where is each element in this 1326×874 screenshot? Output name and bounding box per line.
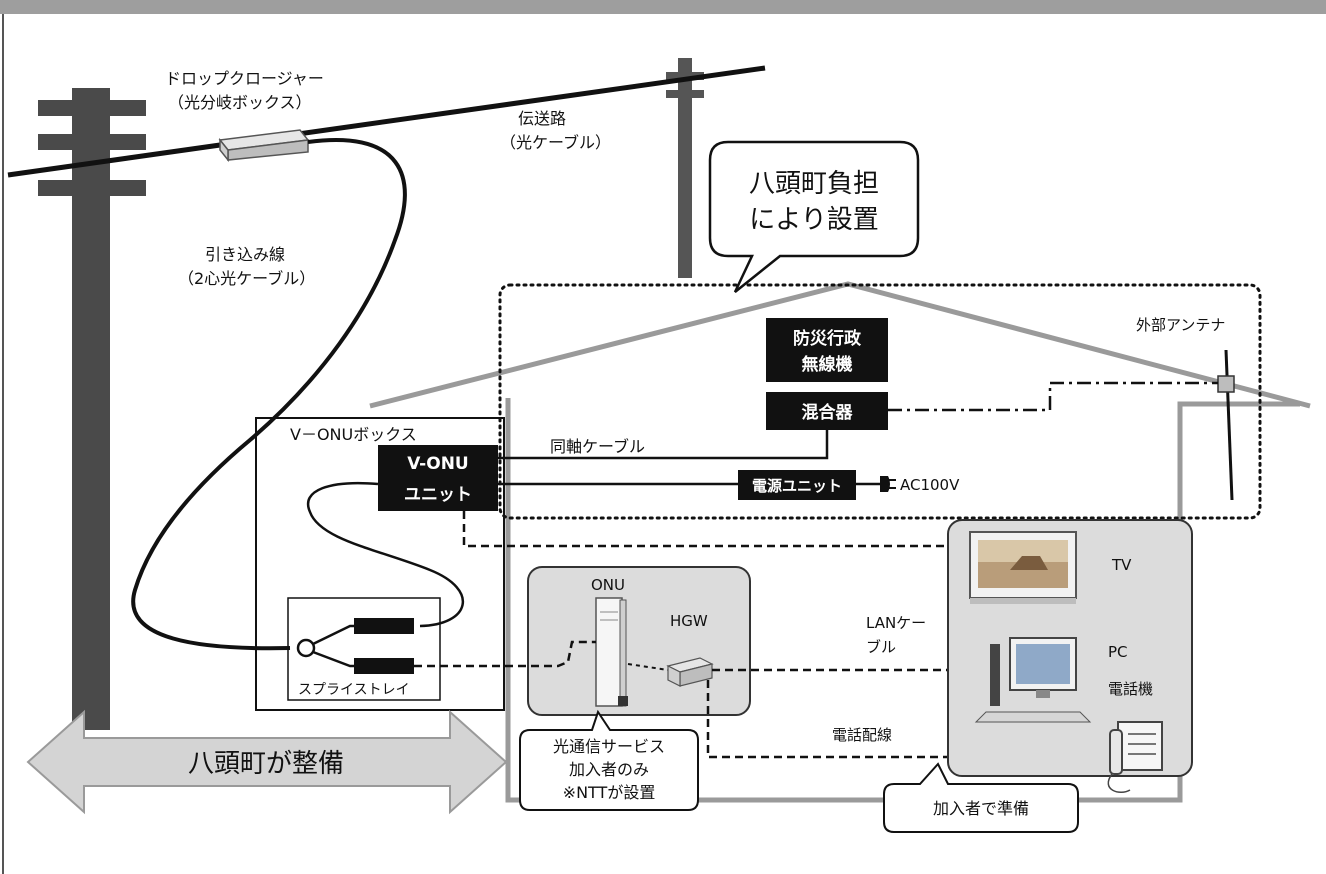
transmission-label-2: （光ケーブル） bbox=[500, 133, 611, 152]
power-unit-box bbox=[738, 470, 856, 500]
lan-cable-label-2: ブル bbox=[866, 638, 896, 656]
title-bar bbox=[0, 0, 1326, 14]
ac100v-label: AC100V bbox=[900, 476, 960, 494]
hgw-device-icon bbox=[666, 657, 714, 687]
vonu-box-label: V－ONUボックス bbox=[290, 425, 417, 444]
onu-hgw-panel bbox=[527, 566, 751, 716]
callout-ntt-line3: ※NTTが設置 bbox=[563, 783, 656, 802]
power-unit-label: 電源ユニット bbox=[752, 477, 842, 495]
drop-wire bbox=[131, 138, 407, 651]
vonu-unit-label-1: V-ONU bbox=[407, 454, 468, 474]
splice-sleeve-top bbox=[354, 618, 414, 634]
splice-sleeve-bottom bbox=[354, 658, 414, 674]
antenna-feed-line bbox=[888, 381, 1218, 412]
splitter-branch-bottom bbox=[312, 650, 356, 668]
vonu-tv-line bbox=[462, 511, 968, 548]
disaster-radio-label-2: 無線機 bbox=[802, 354, 853, 375]
callout-subscriber-label: 加入者で準備 bbox=[933, 799, 1029, 818]
lan-cable-label-1: LANケー bbox=[866, 614, 926, 632]
drop-wire-label-2: （2心光ケーブル） bbox=[178, 269, 315, 288]
disaster-radio-label-1: 防災行政 bbox=[793, 328, 862, 349]
callout-town-funded-line2: により設置 bbox=[749, 205, 878, 235]
splitter-branch-top bbox=[312, 624, 356, 646]
telephone-icon bbox=[1107, 721, 1163, 794]
plug-icon bbox=[880, 476, 896, 492]
vonu-unit-box bbox=[378, 445, 498, 511]
tv-label: TV bbox=[1111, 556, 1132, 574]
tv-icon bbox=[969, 531, 1077, 604]
splice-onu-line bbox=[414, 640, 596, 668]
phone-wiring-label: 電話配線 bbox=[832, 726, 892, 744]
splitter-node bbox=[296, 638, 316, 658]
vonu-fiber-loop bbox=[306, 481, 464, 628]
onu-device-icon bbox=[595, 597, 628, 707]
callout-town-funded: 八頭町負担 により設置 bbox=[708, 140, 920, 293]
transmission-cable bbox=[7, 65, 766, 178]
drop-closure-label-2: （光分岐ボックス） bbox=[168, 93, 312, 112]
town-maintains-arrow bbox=[26, 709, 508, 815]
drop-closure-box bbox=[218, 129, 310, 163]
callout-ntt: 光通信サービス 加入者のみ ※NTTが設置 bbox=[519, 709, 699, 811]
coax-cable-label: 同軸ケーブル bbox=[550, 437, 645, 456]
splice-tray-label: スプライストレイ bbox=[298, 682, 410, 698]
callout-ntt-line2: 加入者のみ bbox=[569, 760, 649, 779]
drop-closure-label-1: ドロップクロージャー bbox=[165, 69, 324, 88]
outdoor-antenna-label: 外部アンテナ bbox=[1136, 316, 1225, 334]
callout-town-funded-line1: 八頭町負担 bbox=[749, 169, 879, 199]
mixer-box bbox=[766, 392, 888, 430]
transmission-label-1: 伝送路 bbox=[518, 109, 566, 128]
main-utility-pole bbox=[38, 88, 146, 730]
pc-label: PC bbox=[1108, 643, 1128, 661]
hgw-label: HGW bbox=[670, 612, 708, 630]
onu-hgw-line bbox=[627, 663, 669, 671]
telephone-label: 電話機 bbox=[1108, 680, 1153, 698]
outdoor-antenna bbox=[1217, 349, 1235, 501]
onu-label: ONU bbox=[591, 576, 625, 594]
town-funded-area bbox=[498, 283, 1262, 520]
mixer-label: 混合器 bbox=[802, 402, 854, 423]
splice-tray bbox=[287, 597, 441, 701]
drop-wire-label-1: 引き込み線 bbox=[205, 245, 285, 264]
coax-cable bbox=[498, 430, 829, 460]
pc-icon bbox=[974, 637, 1092, 723]
vonu-box-outline bbox=[255, 417, 505, 711]
back-utility-pole bbox=[666, 58, 704, 278]
callout-subscriber: 加入者で準備 bbox=[883, 762, 1079, 833]
vonu-unit-label-2: ユニット bbox=[404, 485, 472, 505]
callout-ntt-line1: 光通信サービス bbox=[553, 737, 665, 756]
town-maintains-label: 八頭町が整備 bbox=[188, 749, 344, 779]
disaster-radio-box bbox=[766, 318, 888, 382]
